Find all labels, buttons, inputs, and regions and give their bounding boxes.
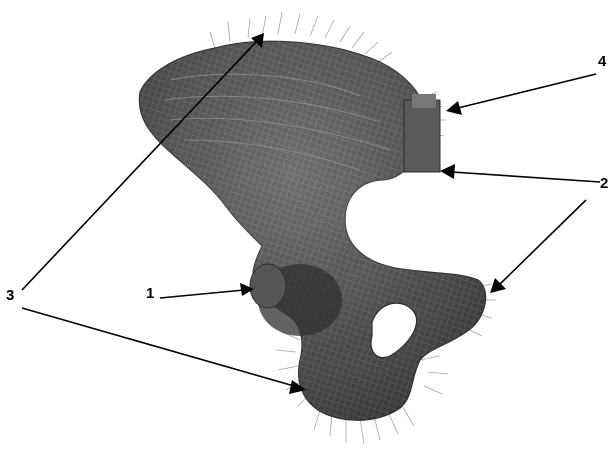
callout-label-2: 2 xyxy=(600,175,608,192)
acetabulum-knob xyxy=(250,264,286,308)
callout-label-4: 4 xyxy=(598,53,607,70)
callout-label-1: 1 xyxy=(146,285,154,302)
hip-bone-body xyxy=(139,41,485,420)
callout-label-3: 3 xyxy=(6,287,14,304)
posterior-block xyxy=(404,100,440,172)
